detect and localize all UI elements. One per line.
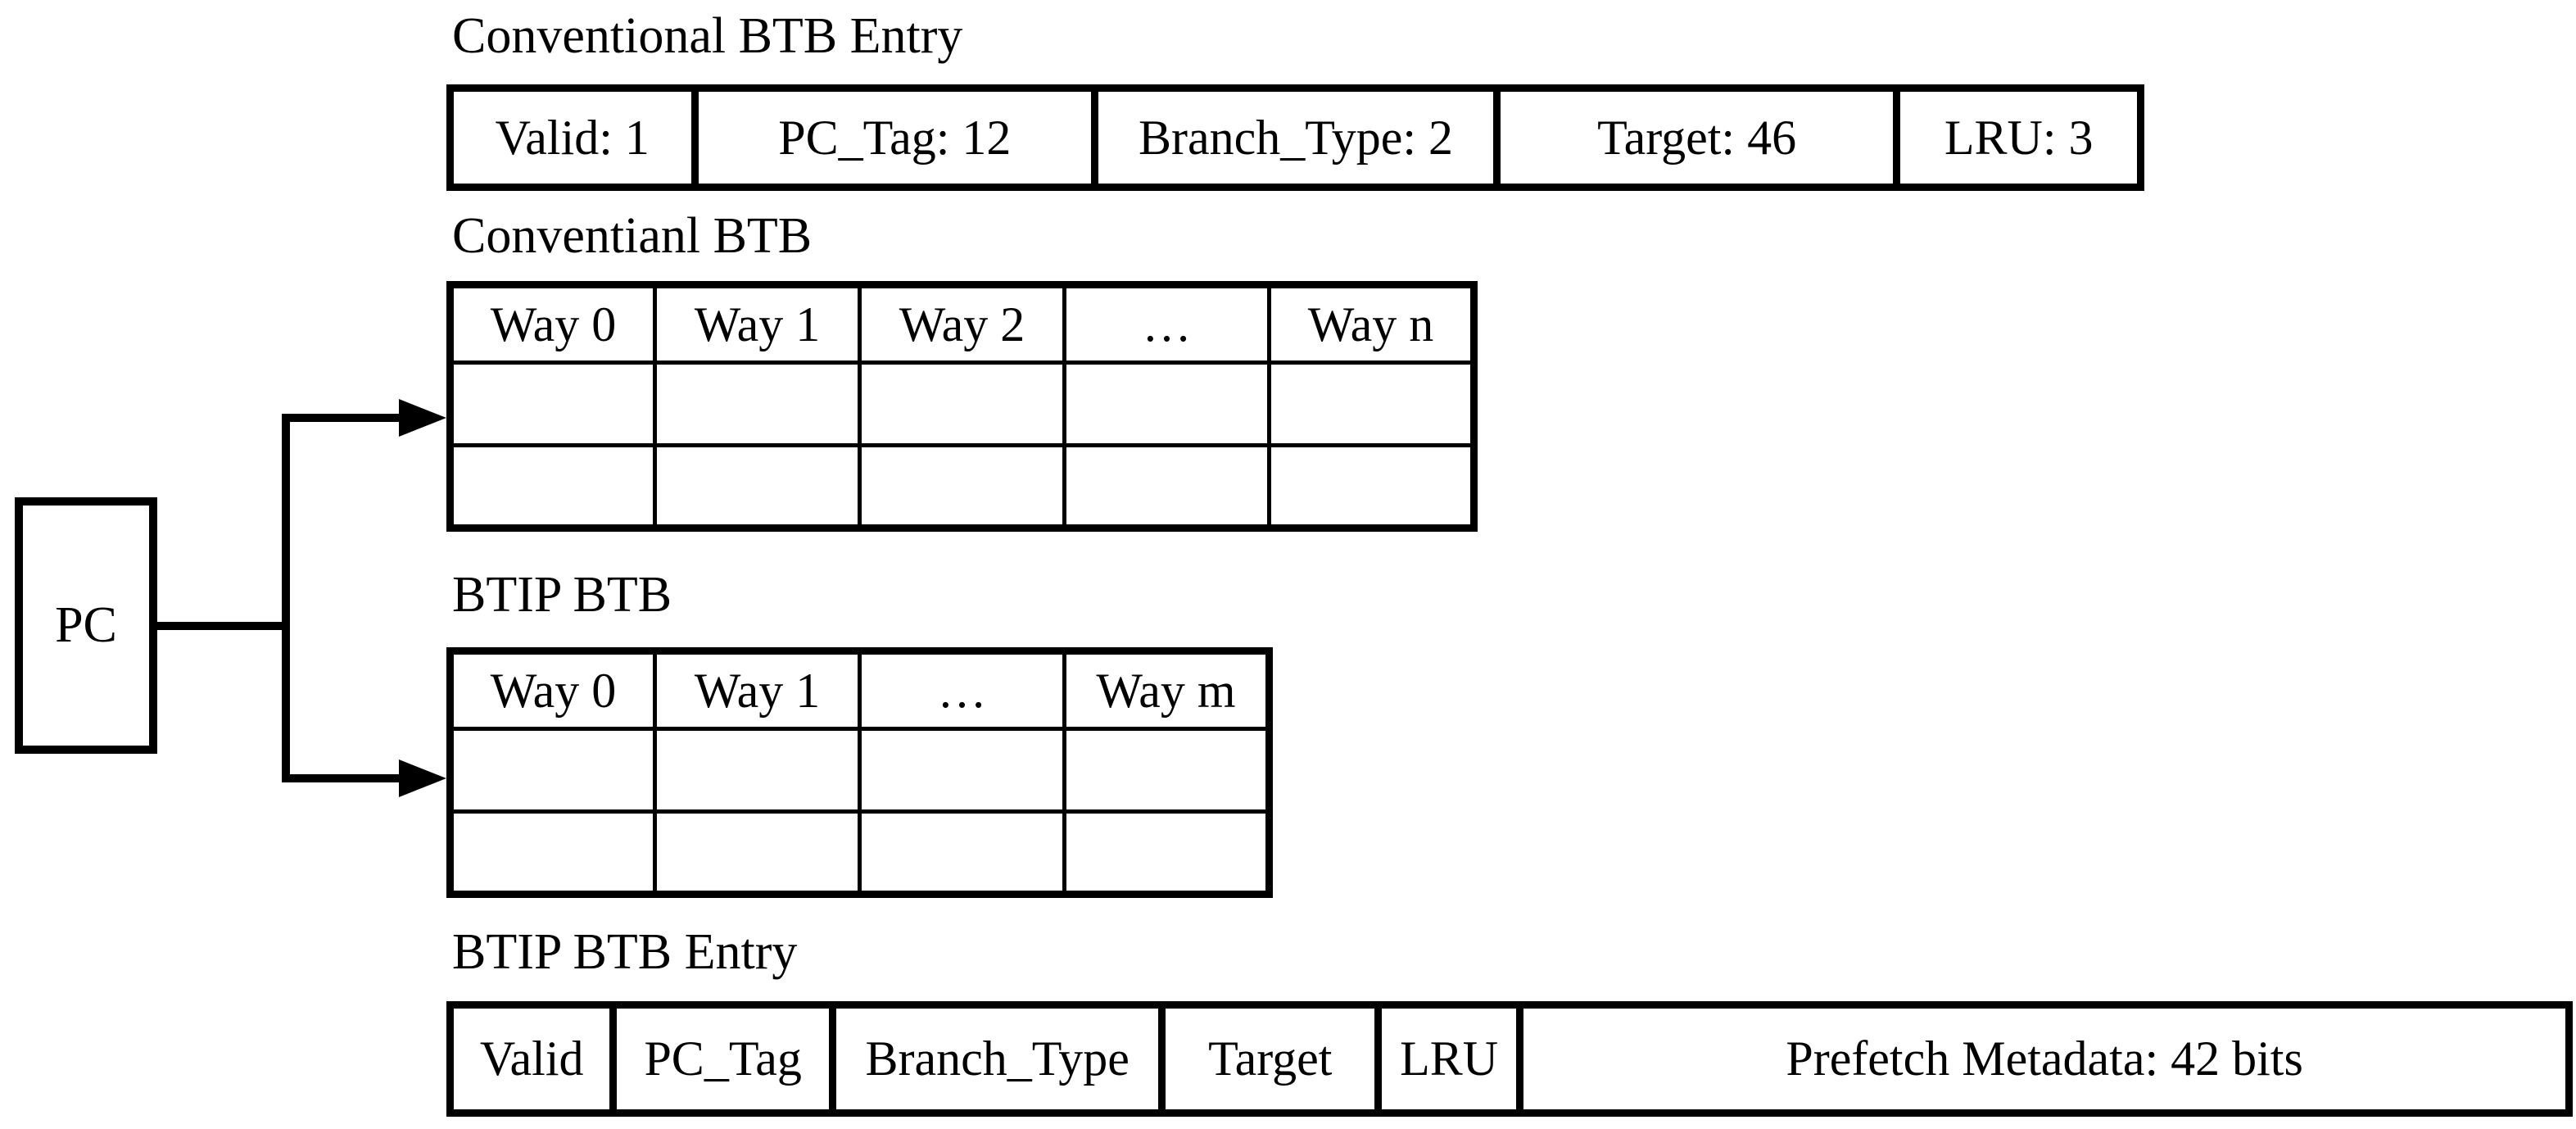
entry-field-lru: LRU: 3 (1893, 92, 2137, 184)
entry-field-valid: Valid: 1 (495, 110, 650, 165)
connector-trunk-line (282, 414, 290, 782)
btb-slot-cell (448, 727, 657, 814)
entry-field-pc-tag: PC_Tag (609, 1009, 829, 1109)
btb-slot-cell (1062, 360, 1271, 447)
way-column-header: Way 2 (858, 283, 1066, 365)
btb-slot-cell (653, 443, 862, 530)
way-column-header: … (858, 649, 1066, 731)
way-column-header: Way 1 (653, 283, 862, 365)
btip-btb-title: BTIP BTB (452, 567, 672, 623)
btb-slot-cell (448, 360, 657, 447)
btb-slot-cell (1267, 443, 1476, 530)
btip-btb-entry-row: Valid PC_Tag Branch_Type Target LRU Pref… (446, 1001, 2573, 1117)
way-column-header: Way 1 (653, 649, 862, 731)
btip-btb-table: Way 0 Way 1 … Way m (446, 647, 1273, 898)
conventional-btb-table: Way 0 Way 1 Way 2 … Way n (446, 281, 1478, 532)
arrowhead-icon (399, 759, 446, 797)
entry-field-pc-tag: PC_Tag: 12 (690, 92, 1092, 184)
btb-slot-cell (653, 727, 862, 814)
btb-slot-cell (1062, 443, 1271, 530)
pc-output-line (156, 622, 289, 630)
entry-field-lru: LRU (1374, 1009, 1516, 1109)
btb-set-row (448, 443, 1476, 530)
btb-slot-cell (858, 443, 1066, 530)
way-column-header: … (1062, 283, 1271, 365)
btb-slot-cell (858, 809, 1066, 896)
conventional-btb-title: Conventianl BTB (452, 208, 813, 264)
btb-slot-cell (858, 727, 1066, 814)
btb-slot-cell (1062, 809, 1271, 896)
way-header-row: Way 0 Way 1 Way 2 … Way n (448, 283, 1476, 365)
conventional-btb-entry-row: Valid: 1 PC_Tag: 12 Branch_Type: 2 Targe… (446, 84, 2144, 191)
way-column-header: Way m (1062, 649, 1271, 731)
pc-label: PC (55, 597, 117, 653)
arrow-line-to-btip-btb (282, 774, 406, 782)
way-column-header: Way n (1267, 283, 1476, 365)
btb-set-row (448, 809, 1271, 896)
btb-set-row (448, 727, 1271, 814)
way-header-row: Way 0 Way 1 … Way m (448, 649, 1271, 731)
entry-field-target: Target: 46 (1492, 92, 1894, 184)
pc-box: PC (15, 497, 157, 754)
btb-set-row (448, 360, 1476, 447)
arrow-line-to-conventional-btb (282, 414, 406, 422)
btb-slot-cell (448, 809, 657, 896)
entry-field-branch-type: Branch_Type: 2 (1091, 92, 1493, 184)
btb-slot-cell (653, 360, 862, 447)
btip-btb-entry-title: BTIP BTB Entry (452, 924, 798, 980)
btb-slot-cell (1267, 360, 1476, 447)
btb-slot-cell (448, 443, 657, 530)
btb-slot-cell (1062, 727, 1271, 814)
entry-field-branch-type: Branch_Type (829, 1009, 1158, 1109)
conventional-btb-entry-title: Conventional BTB Entry (452, 8, 963, 64)
entry-field-valid: Valid (479, 1032, 584, 1086)
entry-field-target: Target (1158, 1009, 1374, 1109)
btb-slot-cell (858, 360, 1066, 447)
btb-slot-cell (653, 809, 862, 896)
entry-field-prefetch-metadata: Prefetch Metadata: 42 bits (1516, 1009, 2565, 1109)
arrowhead-icon (399, 399, 446, 437)
way-column-header: Way 0 (448, 283, 657, 365)
way-column-header: Way 0 (448, 649, 657, 731)
